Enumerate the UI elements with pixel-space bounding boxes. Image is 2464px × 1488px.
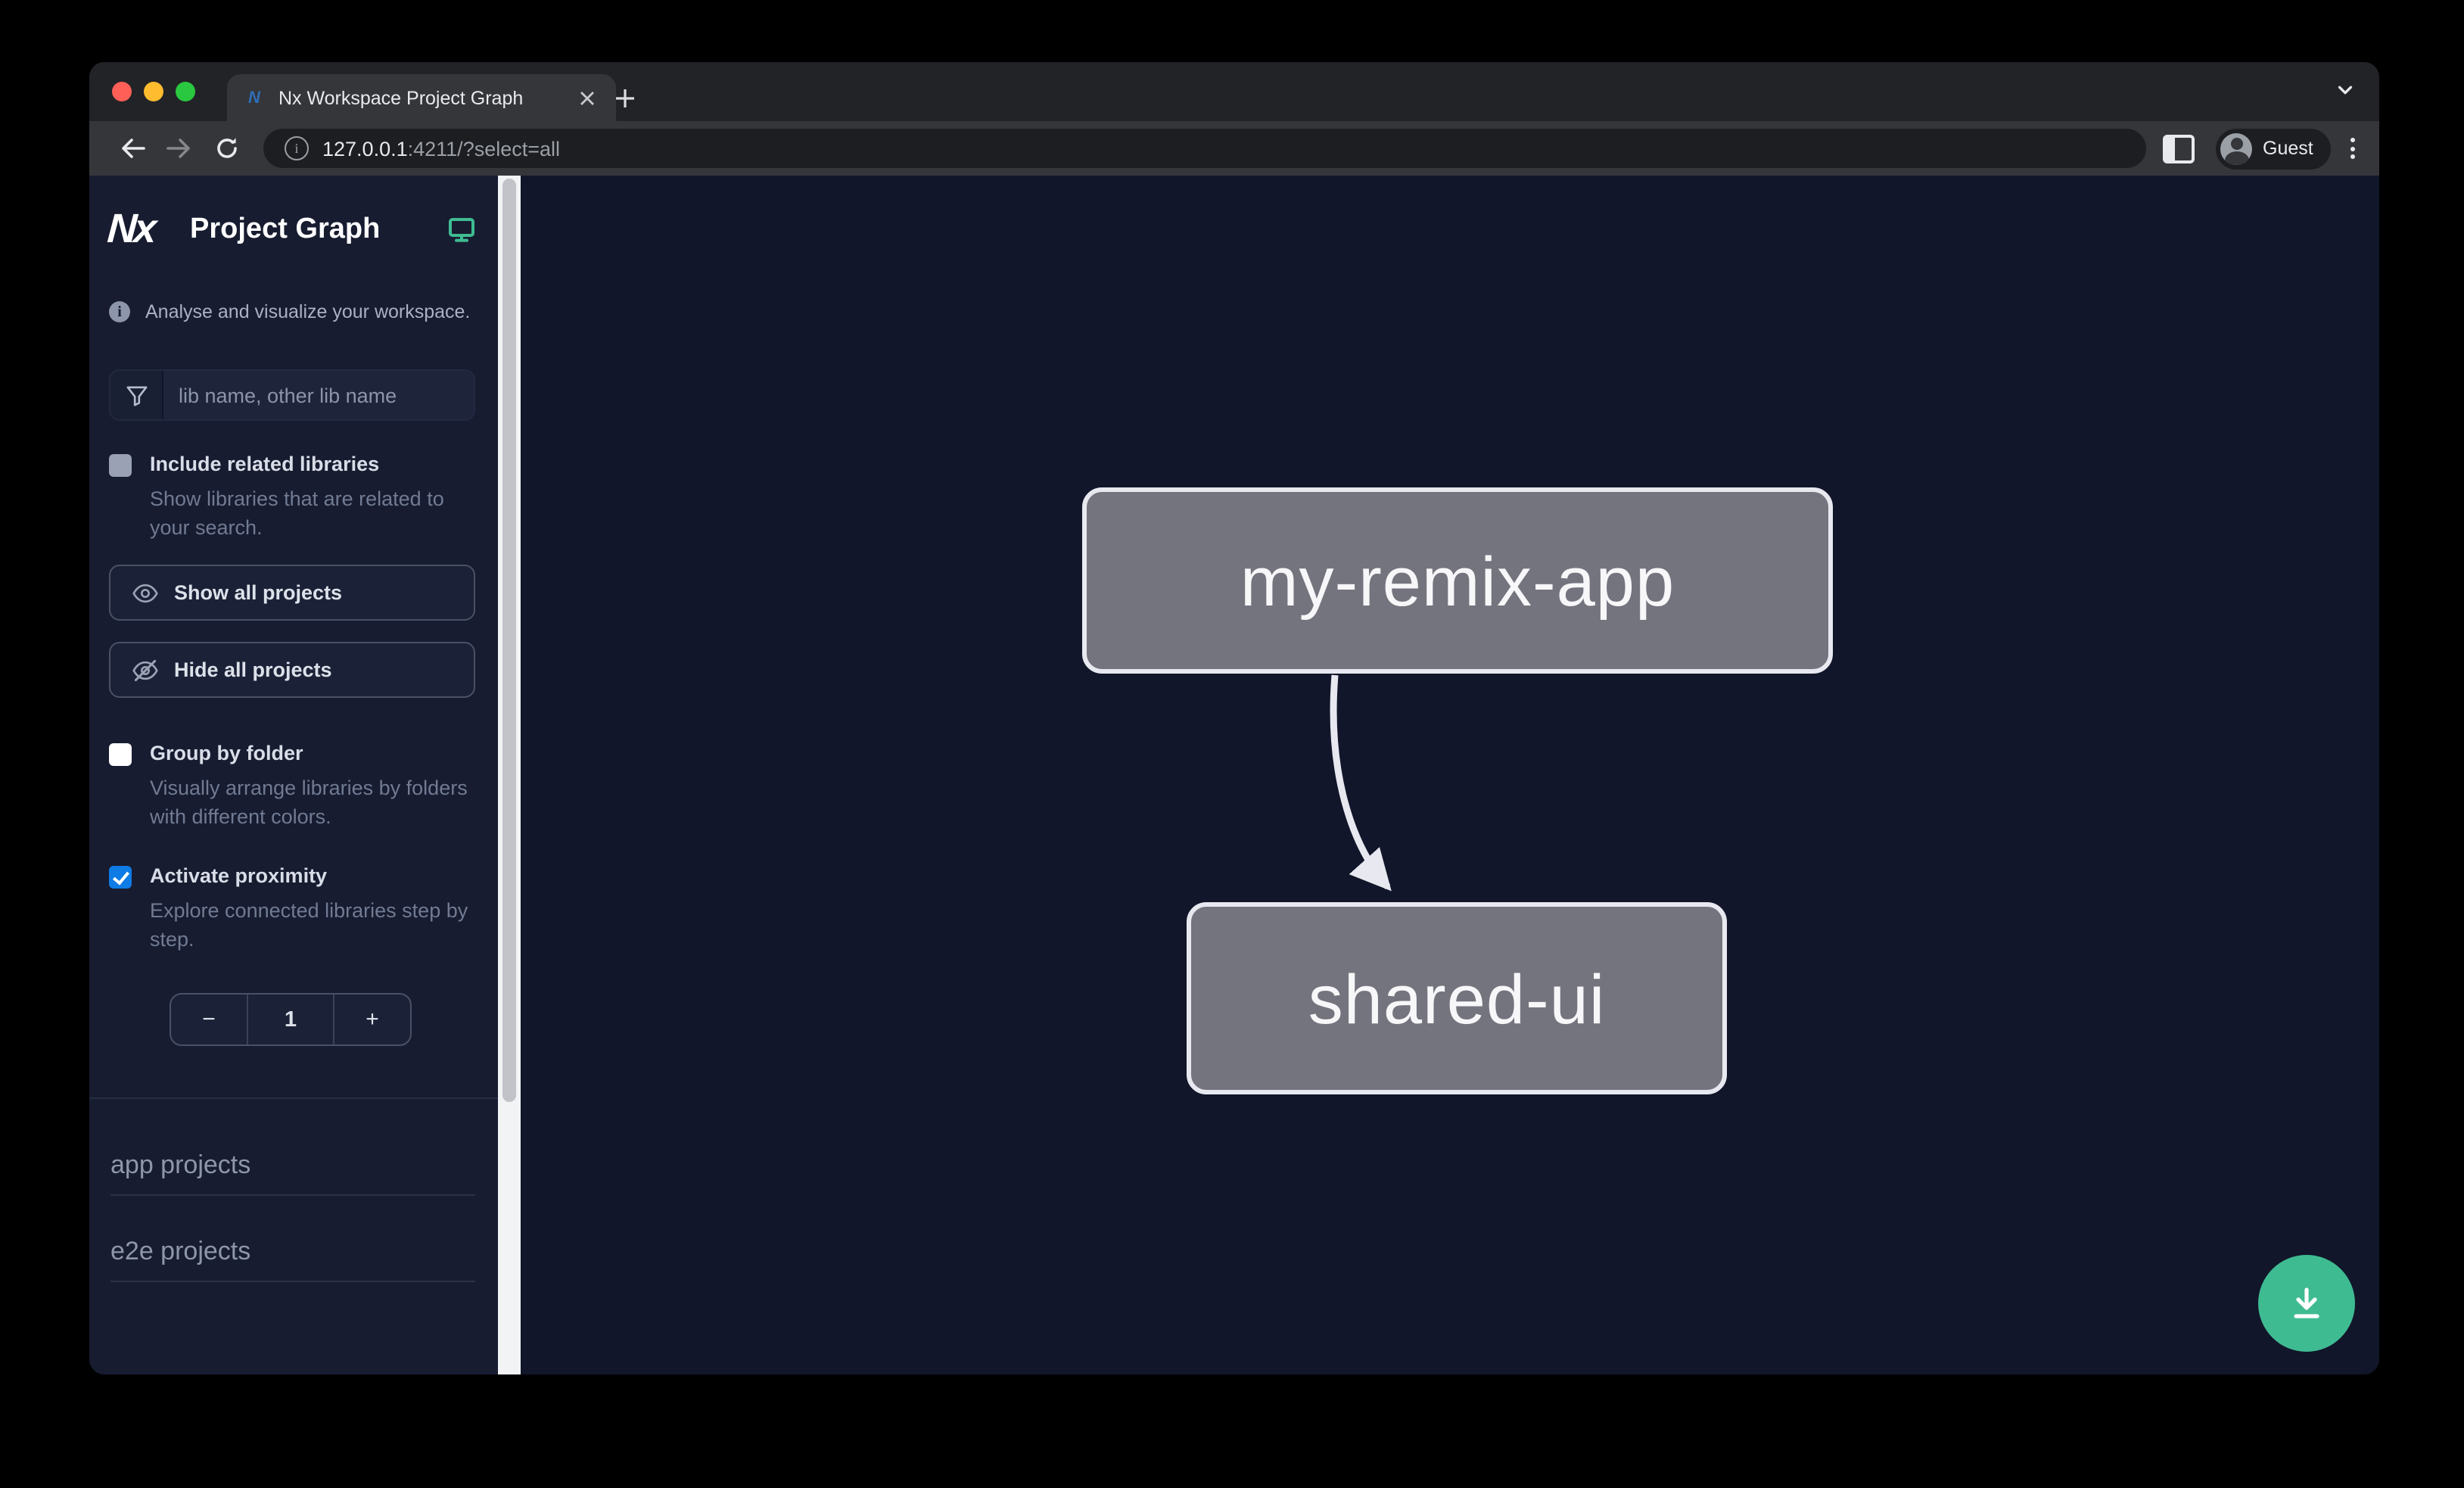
profile-label: Guest bbox=[2263, 138, 2313, 159]
section-app-projects[interactable]: app projects bbox=[110, 1099, 475, 1196]
filter-funnel-icon bbox=[110, 371, 163, 419]
filter-input[interactable] bbox=[163, 371, 474, 419]
project-sections: app projects e2e projects bbox=[89, 1097, 498, 1282]
sidebar: Nx Project Graph Analyse and visualize y… bbox=[89, 176, 498, 1374]
option-activate-proximity[interactable]: Activate proximity Explore connected lib… bbox=[109, 864, 475, 955]
option-include-related[interactable]: Include related libraries Show libraries… bbox=[109, 453, 475, 543]
url-text: 127.0.0.1:4211/?select=all bbox=[322, 137, 560, 160]
sidebar-header: Nx Project Graph bbox=[105, 206, 475, 251]
option-description: Explore connected libraries step by step… bbox=[150, 898, 468, 951]
browser-menu-icon[interactable] bbox=[2350, 138, 2356, 159]
browser-window: N Nx Workspace Project Graph bbox=[89, 62, 2379, 1374]
side-panel-icon[interactable] bbox=[2163, 134, 2195, 163]
hide-all-projects-button[interactable]: Hide all projects bbox=[109, 642, 475, 698]
tab-close-icon[interactable] bbox=[574, 84, 601, 111]
tagline-text: Analyse and visualize your workspace. bbox=[145, 301, 471, 322]
increment-button[interactable]: + bbox=[366, 1007, 379, 1032]
tab-title: Nx Workspace Project Graph bbox=[278, 87, 524, 108]
browser-tab[interactable]: N Nx Workspace Project Graph bbox=[227, 74, 616, 121]
show-all-projects-button[interactable]: Show all projects bbox=[109, 565, 475, 621]
forward-icon[interactable] bbox=[160, 130, 197, 167]
page-title: Project Graph bbox=[190, 213, 381, 244]
profile-button[interactable]: Guest bbox=[2216, 128, 2332, 169]
site-info-icon[interactable]: i bbox=[285, 136, 309, 160]
filter-box bbox=[109, 369, 475, 421]
nx-logo: Nx bbox=[105, 206, 156, 251]
reload-icon[interactable] bbox=[209, 130, 245, 167]
avatar-icon bbox=[2220, 132, 2252, 164]
workspace-tagline: Analyse and visualize your workspace. bbox=[109, 301, 475, 322]
window-controls bbox=[112, 82, 195, 101]
tab-strip: N Nx Workspace Project Graph bbox=[89, 62, 2379, 121]
close-window-button[interactable] bbox=[112, 82, 132, 101]
graph-canvas[interactable]: my-remix-app shared-ui bbox=[521, 176, 2379, 1374]
stepper-value: 1 bbox=[247, 995, 334, 1044]
zoom-window-button[interactable] bbox=[176, 82, 195, 101]
option-description: Visually arrange libraries by folders wi… bbox=[150, 776, 468, 829]
url-host: 127.0.0.1 bbox=[322, 137, 408, 160]
scrollbar-thumb[interactable] bbox=[502, 179, 516, 1102]
option-description: Show libraries that are related to your … bbox=[150, 487, 444, 540]
group-by-folder-checkbox[interactable] bbox=[109, 743, 132, 766]
info-icon bbox=[109, 301, 130, 322]
proximity-stepper: − 1 + bbox=[170, 993, 412, 1046]
address-bar[interactable]: i 127.0.0.1:4211/?select=all bbox=[263, 129, 2146, 168]
option-label: Group by folder bbox=[150, 742, 303, 764]
node-label: my-remix-app bbox=[1240, 541, 1675, 620]
button-label: Show all projects bbox=[174, 581, 343, 604]
download-graph-button[interactable] bbox=[2258, 1255, 2355, 1352]
dependency-edge bbox=[1330, 674, 1392, 892]
browser-toolbar: i 127.0.0.1:4211/?select=all Guest bbox=[89, 121, 2379, 176]
page-content: Nx Project Graph Analyse and visualize y… bbox=[89, 176, 2379, 1374]
project-node-shared-ui[interactable]: shared-ui bbox=[1187, 902, 1727, 1094]
monitor-icon[interactable] bbox=[448, 216, 475, 243]
minimize-window-button[interactable] bbox=[144, 82, 163, 101]
node-label: shared-ui bbox=[1308, 959, 1606, 1038]
eye-off-icon bbox=[132, 658, 158, 681]
project-node-my-remix-app[interactable]: my-remix-app bbox=[1082, 487, 1833, 674]
activate-proximity-checkbox[interactable] bbox=[109, 866, 132, 889]
option-group-by-folder[interactable]: Group by folder Visually arrange librari… bbox=[109, 742, 475, 833]
back-icon[interactable] bbox=[115, 130, 151, 167]
nx-favicon-icon: N bbox=[248, 89, 260, 107]
include-related-checkbox[interactable] bbox=[109, 454, 132, 477]
download-icon bbox=[2294, 1287, 2319, 1318]
button-label: Hide all projects bbox=[174, 658, 332, 681]
section-e2e-projects[interactable]: e2e projects bbox=[110, 1196, 475, 1282]
url-path: :4211/?select=all bbox=[407, 137, 561, 160]
decrement-button[interactable]: − bbox=[202, 1007, 216, 1032]
sidebar-scrollbar[interactable] bbox=[498, 176, 521, 1374]
option-label: Include related libraries bbox=[150, 453, 380, 475]
eye-icon bbox=[132, 583, 158, 602]
new-tab-button[interactable] bbox=[607, 80, 643, 117]
chevron-down-icon[interactable] bbox=[2335, 80, 2355, 104]
option-label: Activate proximity bbox=[150, 864, 328, 887]
